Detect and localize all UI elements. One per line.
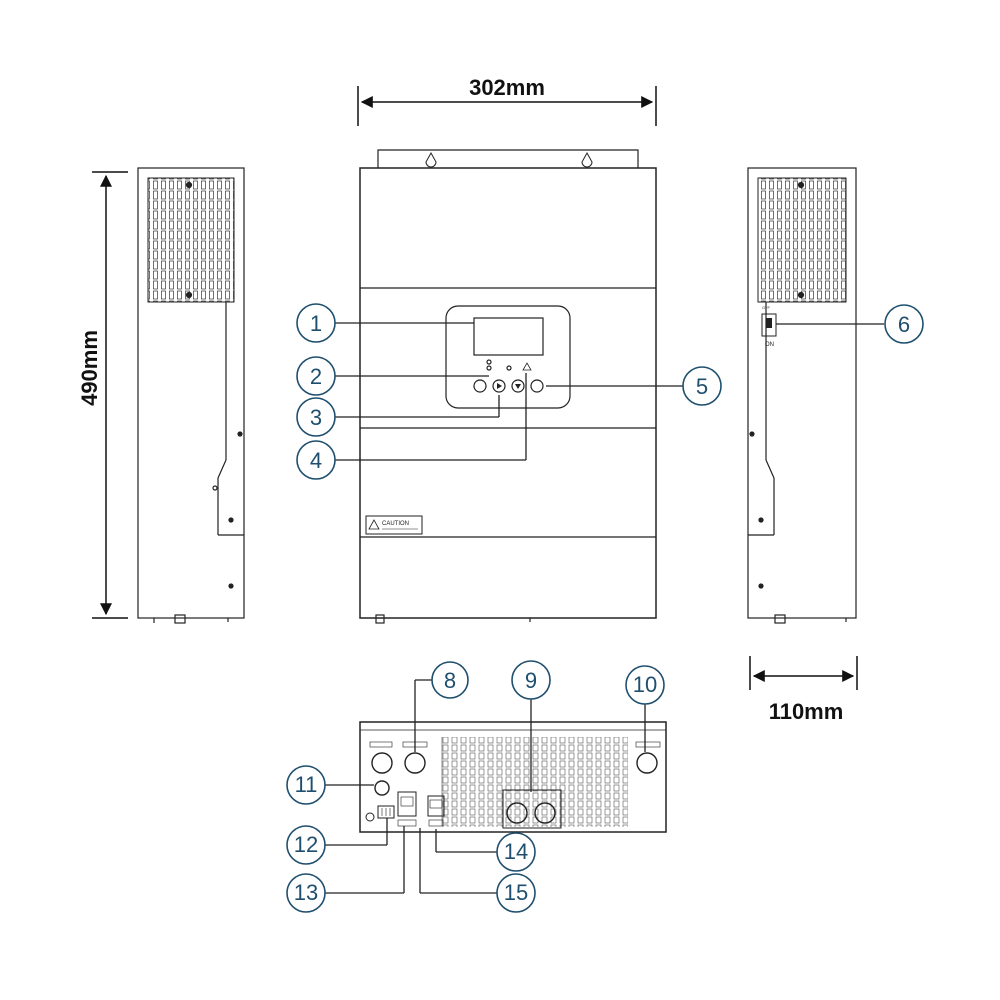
switch-on-label: ON [765,342,774,348]
svg-text:12: 12 [294,832,318,857]
ac-output-gland [371,752,393,774]
caution-label: CAUTION [382,521,409,527]
callout-6: 6 [884,304,924,344]
callout-12: 12 [286,825,326,865]
callout-10: 10 [625,665,665,705]
leader-lines [325,322,884,894]
warning-triangle-icon [368,519,380,530]
width-label: 302mm [469,75,545,100]
led-charge [506,365,512,371]
right-side-view: OFF ON [747,167,857,624]
callout-5: 5 [682,366,722,406]
up-button[interactable] [492,379,506,393]
left-side-view [137,167,245,624]
svg-text:1: 1 [310,311,322,336]
callout-11: 11 [286,765,326,805]
svg-text:6: 6 [898,312,910,337]
svg-text:15: 15 [504,880,528,905]
battery-positive-gland [506,802,528,824]
down-button[interactable] [511,379,525,393]
led-inv [486,365,492,371]
ground-terminal [365,812,375,822]
svg-text:4: 4 [310,448,322,473]
callout-2: 2 [296,356,336,396]
width-dimension: 302mm [357,75,657,126]
lcd-screen [473,317,544,356]
caution-label-plate [365,515,423,535]
svg-text:14: 14 [504,839,528,864]
callout-9: 9 [511,660,551,700]
svg-text:3: 3 [310,405,322,430]
control-panel [445,305,571,409]
height-label: 490mm [77,330,102,406]
battery-negative-gland [534,802,556,824]
height-dimension: 490mm [77,171,128,619]
callout-14: 14 [496,832,536,872]
enter-button[interactable] [530,379,544,393]
callout-3: 3 [296,397,336,437]
svg-text:8: 8 [444,668,456,693]
usb-port [427,795,445,817]
callout-13: 13 [286,873,326,913]
switch-off-label: OFF [762,305,771,310]
callouts: 1 2 3 4 5 6 8 9 [286,303,924,913]
callout-4: 4 [296,440,336,480]
callout-8: 8 [431,661,469,699]
up-arrow-icon [497,383,502,389]
svg-text:10: 10 [633,672,657,697]
ac-input-gland [404,752,426,774]
svg-text:5: 5 [696,374,708,399]
led-ac [486,359,492,365]
svg-text:9: 9 [525,668,537,693]
svg-text:11: 11 [295,772,318,797]
depth-dimension: 110mm [749,656,858,724]
esc-button[interactable] [473,379,487,393]
depth-label: 110mm [769,699,844,724]
callout-15: 15 [496,873,536,913]
bottom-view [359,721,667,833]
fault-led-icon [522,362,532,371]
power-switch[interactable] [761,313,777,337]
down-arrow-icon [515,384,521,389]
callout-1: 1 [296,303,336,343]
ac-input-breaker [374,780,390,796]
pv-input-gland [636,752,658,774]
dry-contact-terminal [377,805,395,819]
svg-text:2: 2 [310,364,322,389]
front-view: CAUTION [359,149,657,624]
svg-text:13: 13 [294,880,318,905]
rs485-port [397,791,417,817]
